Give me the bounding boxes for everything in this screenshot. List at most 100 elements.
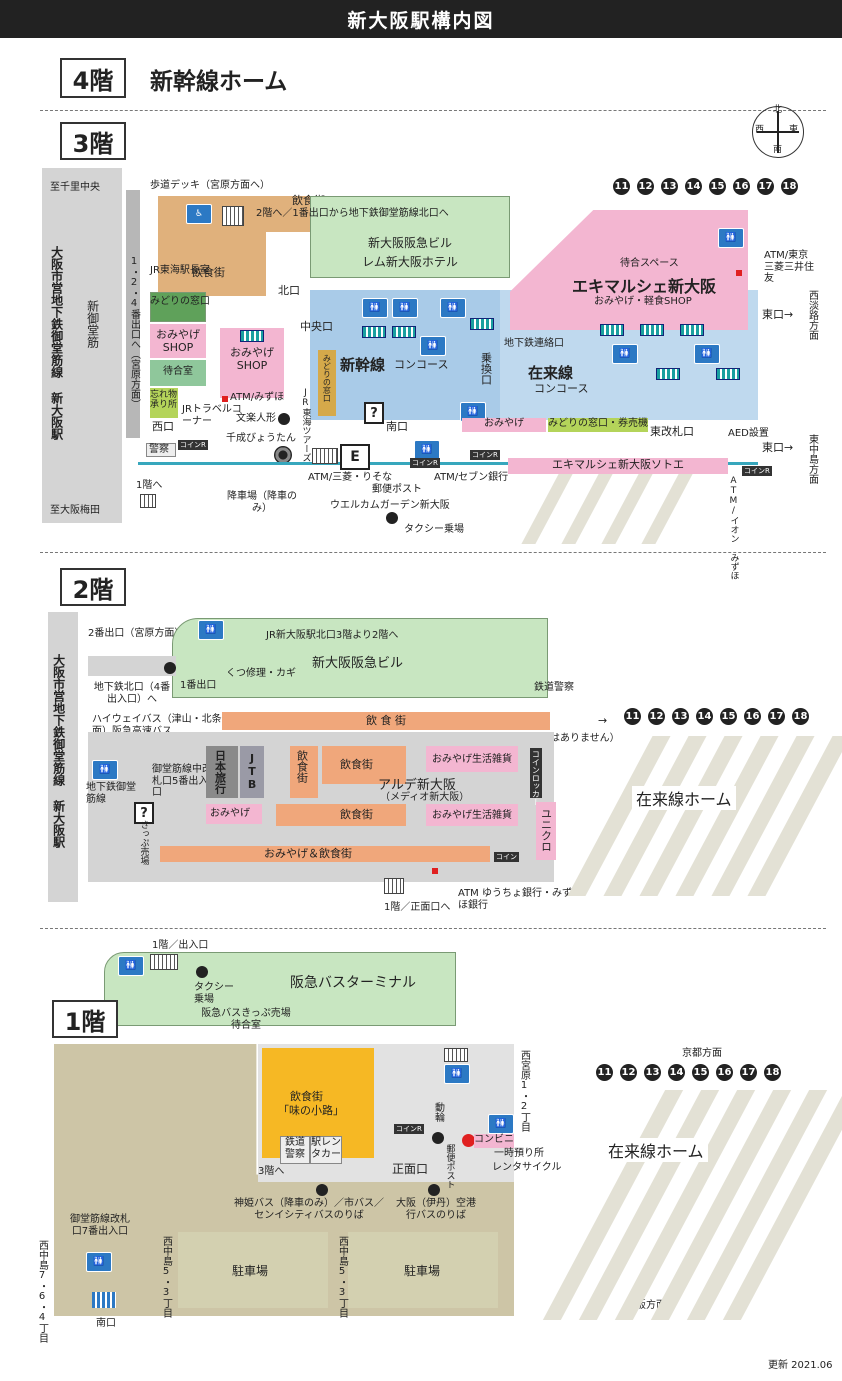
subway-gate: 御堂筋線改札口7番出入口	[70, 1214, 130, 1237]
coinlocker-area	[530, 748, 542, 798]
to-3f: 3階へ	[258, 1166, 285, 1177]
shelf-icon	[470, 318, 494, 330]
platform-badge: 18	[792, 708, 809, 725]
post-label: 郵便ポスト	[444, 1144, 455, 1189]
konbini-label: コンビニ	[474, 1134, 514, 1148]
kitaguchi-label: 北口	[278, 284, 300, 297]
restroom-icon: 🚻	[92, 760, 118, 780]
omiyage-shop-left-area	[150, 324, 206, 358]
umeda-label: 至大阪梅田	[50, 505, 100, 516]
floor4-label: 4階	[60, 58, 126, 98]
platform-badge: 13	[644, 1064, 661, 1081]
exit-124-label: 1・2・4番出口へ（宮原方面）	[128, 256, 140, 409]
stairs-icon	[312, 448, 338, 464]
midori-small-area	[318, 350, 336, 416]
concourse-label: コンコース	[394, 358, 449, 371]
omiyage-zakka2-area	[426, 804, 518, 826]
concourse2-label: コンコース	[534, 382, 589, 395]
east-gate-label: 東改札口	[650, 425, 694, 438]
chukai-label: 御堂筋線中改札口5番出入口	[152, 764, 212, 798]
floor2-note: 2階へ／1番出口から地下鉄御堂筋線北口へ	[256, 208, 449, 219]
platform-badge: 12	[648, 708, 665, 725]
platform-badge: 11	[624, 708, 641, 725]
restroom-icon: 🚻	[86, 1252, 112, 1272]
floor2-label: 2階	[60, 568, 126, 606]
nishinaka53b-label: 西中島5・3丁目	[336, 1236, 348, 1318]
higashinaka-label: 東中島方面	[806, 434, 818, 484]
higashiguchi-label: 東口	[762, 308, 784, 321]
to-entrance: 1階／出入口	[152, 940, 209, 951]
restroom-icon: 🚻	[440, 298, 466, 318]
parking2-area	[348, 1232, 498, 1308]
subway-north: 地下鉄北口（4番出入口）へ	[93, 682, 171, 705]
atm-seven: ATM/セブン銀行	[434, 472, 509, 483]
subway-station-label: 大阪市営地下鉄御堂筋線 新大阪駅	[49, 246, 64, 440]
floor3-label: 3階	[60, 122, 126, 160]
elevator-icon: E	[340, 444, 370, 470]
nihon-area	[206, 746, 238, 798]
platform-badge: 15	[720, 708, 737, 725]
updated-label: 更新 2021.06	[768, 1360, 833, 1371]
waiting-label: 待合スペース	[620, 258, 679, 269]
exit2-label: 2番出口（宮原方面）	[88, 628, 185, 639]
jr-note: JR新大阪駅北口3階より2階へ	[266, 630, 399, 641]
uniqlo-label: ユニクロ	[539, 808, 553, 852]
shinkansen-label: 新幹線	[340, 356, 386, 374]
platform-badge: 11	[596, 1064, 613, 1081]
shin-mido-label: 新御堂筋	[85, 300, 100, 348]
platform-badge: 13	[672, 708, 689, 725]
gate-icon	[92, 1292, 116, 1308]
platform-badge: 14	[668, 1064, 685, 1081]
shelf-icon	[362, 326, 386, 338]
machiai-label: 待合室	[163, 366, 193, 377]
subway-mid: 地下鉄御堂筋線	[86, 782, 136, 805]
floor1-label: 1階	[52, 1000, 118, 1038]
omiyage-strip: おみやげ	[462, 418, 546, 432]
platform-badge: 17	[740, 1064, 757, 1081]
midori-small-label: みどりの窓口	[322, 354, 332, 402]
inshokugai-left-area	[158, 196, 266, 296]
atm-marker	[432, 868, 438, 874]
info-icon: ?	[134, 802, 154, 824]
ekiren-label: 駅レンタカー	[310, 1136, 342, 1164]
platform-stripe	[561, 474, 613, 544]
omiyage-inshoku: おみやげ＆飲食街	[264, 847, 352, 860]
taxi-dot	[386, 512, 398, 524]
bus-terminal-label: 阪急バスターミナル	[290, 975, 416, 991]
platform-badge: 15	[692, 1064, 709, 1081]
parking1-area	[178, 1232, 328, 1308]
bus-wait: 待合室	[231, 1020, 261, 1031]
coin-locker: コイン	[494, 852, 519, 862]
shomen-label: 正面口	[392, 1162, 429, 1176]
jr-tokai-tours: JR東海ツアーズ	[300, 388, 311, 462]
rental-label: レンタサイクル	[492, 1162, 562, 1173]
floor4-name: 新幹線ホーム	[150, 69, 288, 95]
awaji-label: 西淡路方面	[806, 290, 818, 340]
divider	[40, 928, 826, 929]
highway-label: ハイウェイバス（津山・北条方面）阪急高速バス	[92, 714, 232, 737]
shelf-icon	[240, 330, 264, 342]
bunraku-label: 文楽人形	[236, 413, 276, 424]
shelf-icon	[392, 326, 416, 338]
platform-stripe	[601, 474, 653, 544]
bus-ticket: 阪急バスきっぷ売場	[201, 1008, 291, 1019]
inshoku-v-area	[290, 746, 318, 798]
subway-column	[48, 612, 78, 902]
restroom-icon: 🚻	[392, 298, 418, 318]
corridor-line	[138, 462, 758, 465]
platform-stripe	[722, 1090, 842, 1320]
omiyage-small: おみやげ	[210, 808, 250, 819]
subway-link: 地下鉄連絡口	[504, 338, 564, 349]
bus-stop-dot	[428, 1184, 440, 1196]
atm-mufg: ATM/東京三菱三井住友	[764, 250, 814, 284]
passage	[126, 190, 140, 438]
remu-hotel-label: レム新大阪ホテル	[362, 255, 458, 269]
marche-sub: おみやげ・軽食SHOP	[594, 296, 692, 307]
omiyage-zakka1-area	[426, 746, 518, 772]
jtb-label: JTB	[245, 752, 259, 791]
taxi-label: タクシー乗場	[194, 982, 234, 1005]
omiyage-shop-left: おみやげSHOP	[156, 328, 200, 355]
atm-label: ATM ゆうちょ銀行・みずほ銀行	[458, 888, 572, 911]
shelf-icon	[656, 368, 680, 380]
divider	[40, 110, 826, 111]
